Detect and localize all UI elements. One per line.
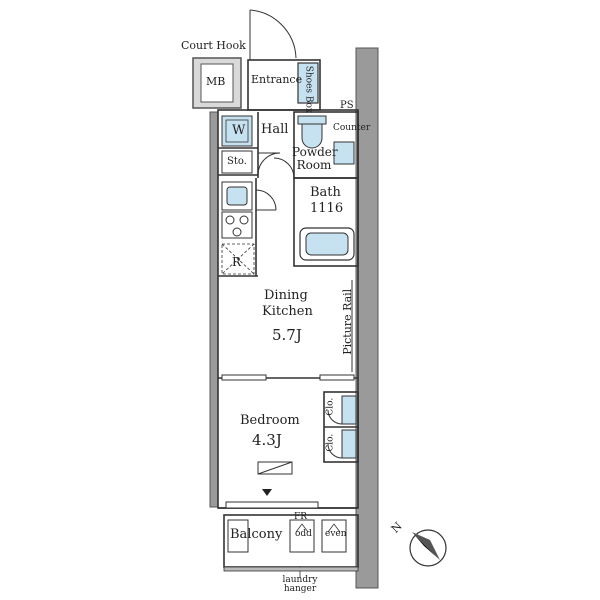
closet-label-2: Clo. [325, 433, 336, 452]
counter-label: Counter [333, 123, 371, 133]
right-structure-wall [355, 47, 379, 589]
kitchen-label: Kitchen [262, 304, 313, 319]
north-arrow-icon [409, 529, 447, 567]
ac-units [227, 519, 347, 553]
storage [221, 150, 253, 174]
entry-arrow [262, 489, 272, 496]
hall-label: Hall [261, 122, 289, 137]
left-wall [209, 111, 219, 508]
ps-label: PS [340, 100, 354, 111]
refrigerator [221, 243, 255, 275]
bath-area [293, 177, 359, 267]
balcony-railing [223, 566, 359, 572]
bedroom-area-label: 4.3J [252, 431, 282, 449]
picture-rail-label: Picture Rail [341, 288, 355, 355]
bath-label: Bath [310, 185, 341, 200]
bed-symbol [257, 461, 293, 475]
court-hook-label: Court Hook [181, 39, 246, 52]
shoes-box-label: Shoes Box [303, 65, 314, 114]
mb-label: MB [206, 75, 226, 88]
bedroom-label: Bedroom [240, 413, 300, 428]
fr-label: FR [294, 512, 308, 522]
bath-size-label: 1116 [310, 201, 344, 216]
toilet [297, 115, 327, 149]
entrance-area [247, 59, 321, 111]
balcony-label: Balcony [230, 527, 283, 542]
r-label: R [232, 255, 242, 269]
dk-area-label: 5.7J [272, 326, 302, 344]
closet-label-1: Clo. [325, 397, 336, 416]
laundry-hanger-label: laundry hanger [282, 575, 318, 595]
powder-sink [333, 141, 355, 165]
stove [221, 211, 253, 239]
entrance-label: Entrance [251, 73, 303, 86]
dining-label: Dining [264, 288, 308, 303]
even-label: even [325, 529, 347, 539]
shoes-box [297, 62, 319, 104]
sto-label: Sto. [227, 156, 247, 167]
washer [221, 115, 253, 147]
odd-label: odd [295, 529, 312, 539]
w-label: W [232, 123, 246, 138]
powder-room-label: Powder Room [292, 145, 338, 172]
